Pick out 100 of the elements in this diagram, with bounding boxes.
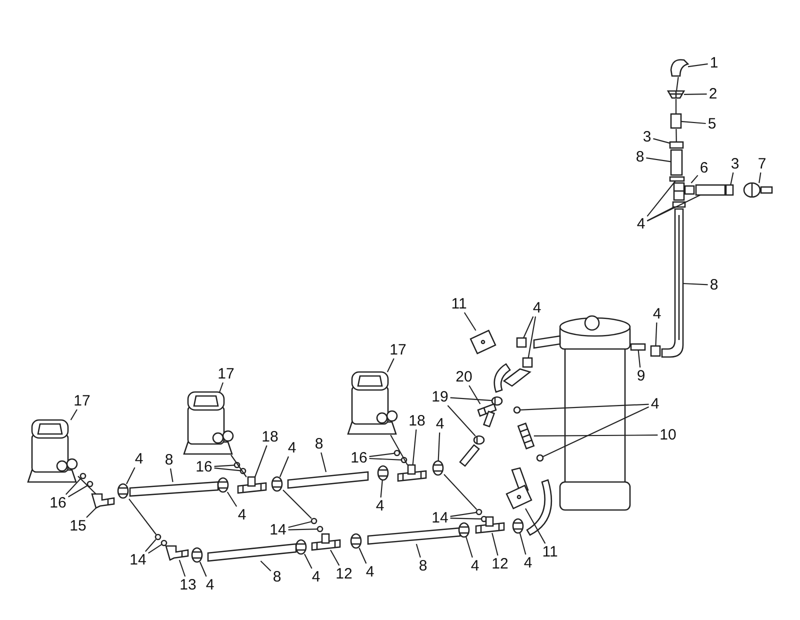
fitting <box>377 465 389 481</box>
tee-fitting <box>475 516 505 534</box>
callout-number: 3 <box>730 156 740 172</box>
leader-line <box>214 464 235 467</box>
leader-line <box>655 322 658 346</box>
fitting <box>473 435 485 445</box>
fuel-pump <box>347 371 398 435</box>
callout-number: 13 <box>178 578 198 592</box>
leader-line <box>68 485 88 498</box>
leader-line <box>450 518 482 520</box>
leader-line <box>226 492 238 507</box>
fitting <box>217 477 229 493</box>
callout-number: 5 <box>706 116 718 132</box>
leader-line <box>170 468 174 482</box>
callout-number: 4 <box>134 452 144 466</box>
callout-number: 10 <box>658 428 678 442</box>
leader-line <box>542 406 650 458</box>
callout-number: 8 <box>164 452 174 468</box>
tube <box>129 481 219 497</box>
callout-number: 4 <box>364 564 376 580</box>
o-ring <box>160 540 168 546</box>
leader-line <box>534 434 658 436</box>
leader-line <box>254 445 268 478</box>
fitting <box>432 460 444 476</box>
callout-number: 17 <box>72 394 92 408</box>
leader-line <box>260 560 272 572</box>
callout-number: 12 <box>334 566 354 582</box>
leader-line <box>638 350 641 368</box>
leader-line <box>680 120 706 124</box>
o-ring <box>536 454 544 462</box>
fitting <box>512 518 524 534</box>
hose-elbow <box>670 59 689 77</box>
fitting <box>350 533 362 549</box>
callout-number: 4 <box>204 578 216 592</box>
callout-number: 19 <box>430 390 450 404</box>
leader-line <box>676 129 677 142</box>
o-ring <box>310 518 318 524</box>
tee-fitting <box>397 464 427 482</box>
callout-number: 4 <box>636 216 646 232</box>
callout-number: 18 <box>260 430 280 444</box>
leader-line <box>730 172 734 186</box>
callout-number: 6 <box>698 160 710 176</box>
leader-line <box>282 490 312 519</box>
leader-line <box>390 434 408 466</box>
leader-line <box>675 99 677 114</box>
leader-line <box>288 528 318 530</box>
leader-line <box>438 432 440 462</box>
elbow-fitting <box>91 493 115 509</box>
tube <box>207 543 297 562</box>
tee-fitting <box>237 476 267 494</box>
callout-number: 17 <box>388 342 408 358</box>
leader-line <box>416 544 421 558</box>
callout-number: 4 <box>522 556 534 570</box>
leader-line <box>646 206 674 222</box>
callout-number: 4 <box>532 300 542 316</box>
leader-line <box>200 562 207 577</box>
callout-number: 7 <box>756 156 768 172</box>
callout-number: 4 <box>374 498 386 514</box>
callout-number: 8 <box>708 278 720 292</box>
leader-line <box>148 544 162 554</box>
leader-line <box>369 458 402 460</box>
tee-fitting <box>477 403 497 428</box>
cap <box>666 90 686 99</box>
callout-number: 8 <box>634 150 646 164</box>
leader-line <box>468 385 481 404</box>
tube <box>367 527 461 545</box>
fitting <box>458 522 470 538</box>
callout-number: 20 <box>454 370 474 384</box>
callout-number: 14 <box>128 552 148 568</box>
callout-number: 14 <box>430 510 450 526</box>
leader-line <box>214 468 241 472</box>
leader-line <box>86 508 96 518</box>
leader-line <box>304 554 312 569</box>
callout-number: 11 <box>450 296 468 312</box>
hose-clamp <box>725 184 734 196</box>
callout-number: 1 <box>708 56 720 70</box>
o-ring <box>513 406 521 414</box>
leader-line <box>492 532 498 556</box>
callout-number: 9 <box>636 368 646 384</box>
callout-number: 12 <box>490 556 510 572</box>
leader-line <box>78 476 96 494</box>
callout-number: 4 <box>286 440 298 456</box>
callout-number: 16 <box>350 450 368 466</box>
o-ring <box>316 526 324 532</box>
leader-line <box>528 316 536 358</box>
leader-line <box>70 409 78 420</box>
hose-clamp <box>669 141 684 149</box>
hose <box>695 184 726 196</box>
leader-line <box>525 508 546 544</box>
leader-line <box>450 397 492 402</box>
leader-line <box>450 512 477 517</box>
leader-line <box>444 474 478 510</box>
leader-line <box>128 498 157 535</box>
o-ring <box>154 534 162 540</box>
leader-line <box>447 405 476 436</box>
leader-line <box>464 312 476 331</box>
tee-fitting <box>311 533 341 551</box>
o-ring <box>86 480 94 488</box>
leader-line <box>682 282 708 286</box>
callout-number: 18 <box>408 414 426 428</box>
